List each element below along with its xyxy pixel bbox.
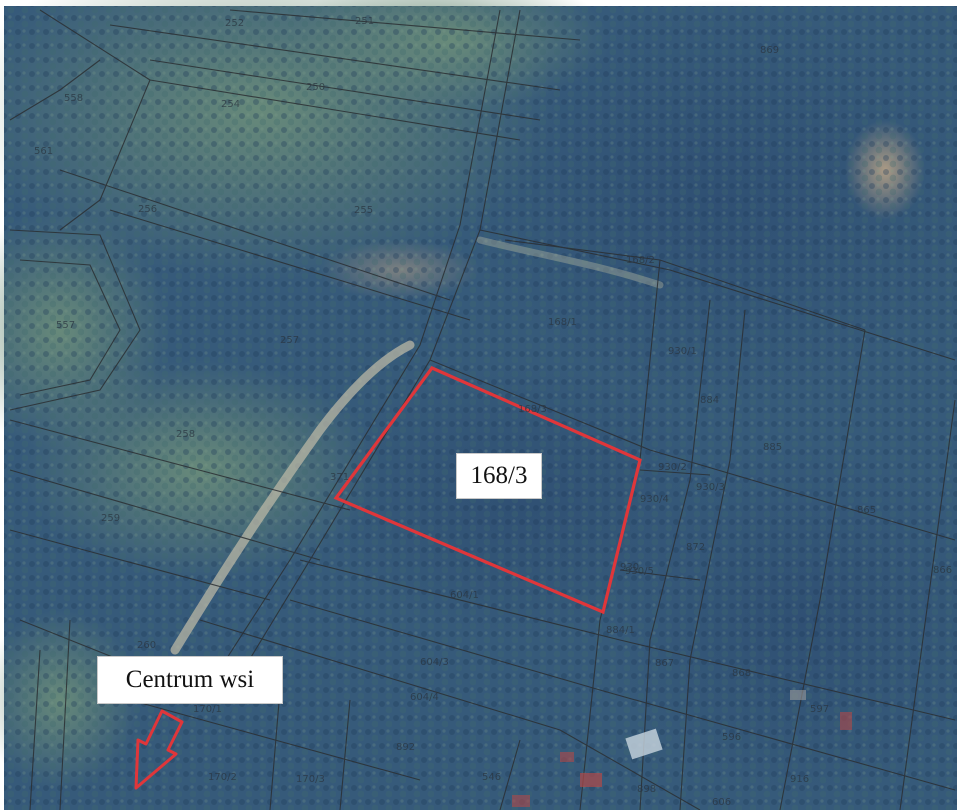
parcel-number: 255 bbox=[354, 205, 373, 216]
parcel-number: 168/1 bbox=[548, 317, 577, 328]
parcel-number: 604/1 bbox=[450, 590, 479, 601]
parcel-number: 898 bbox=[637, 784, 656, 795]
parcel-number: 869 bbox=[760, 45, 779, 56]
parcel-number: 930/4 bbox=[640, 494, 669, 505]
parcel-number: 371 bbox=[330, 472, 349, 483]
parcel-number: 252 bbox=[225, 18, 244, 29]
parcel-number: 546 bbox=[482, 772, 501, 783]
parcel-number: 884/1 bbox=[606, 625, 635, 636]
parcel-number: 930/5 bbox=[625, 566, 654, 577]
parcel-number: 597 bbox=[810, 704, 829, 715]
parcel-number: 259 bbox=[101, 513, 120, 524]
parcel-number: 254 bbox=[221, 99, 240, 110]
plot-number-label: 168/3 bbox=[456, 453, 542, 499]
arrow-down-left-icon bbox=[134, 709, 184, 790]
parcel-number: 258 bbox=[176, 429, 195, 440]
parcel-number: 250 bbox=[306, 82, 325, 93]
parcel-number: 604/4 bbox=[410, 692, 439, 703]
clearing-track bbox=[476, 236, 664, 289]
highlighted-plot-outline[interactable] bbox=[333, 366, 642, 615]
parcel-number-labels: 252 251 250 254 256 255 558 561 557 257 … bbox=[34, 16, 952, 808]
parcel-number: 557 bbox=[56, 320, 75, 331]
parcel-number: 596 bbox=[722, 732, 741, 743]
parcel-number: 868 bbox=[732, 668, 751, 679]
parcel-number: 168/2 bbox=[626, 255, 655, 266]
parcel-number: 865 bbox=[857, 505, 876, 516]
parcel-number: 604/3 bbox=[420, 657, 449, 668]
parcel-number: 170/1 bbox=[193, 704, 222, 715]
parcel-number: 916 bbox=[790, 774, 809, 785]
parcel-number: 170/2 bbox=[208, 772, 237, 783]
parcel-number: 606 bbox=[712, 797, 731, 808]
parcel-number: 872 bbox=[686, 542, 705, 553]
village-center-label: Centrum wsi bbox=[97, 656, 283, 704]
parcel-number: 170/3 bbox=[296, 774, 325, 785]
dirt-road bbox=[170, 340, 415, 655]
parcel-number: 256 bbox=[138, 204, 157, 215]
parcel-number: 558 bbox=[64, 93, 83, 104]
parcel-number: 867 bbox=[655, 658, 674, 669]
parcel-number: 260 bbox=[137, 640, 156, 651]
parcel-number: 168/3 bbox=[518, 404, 547, 415]
parcel-number: 884 bbox=[700, 395, 719, 406]
parcel-boundaries bbox=[9, 9, 956, 810]
parcel-number: 930 bbox=[620, 562, 639, 573]
parcel-number: 561 bbox=[34, 146, 53, 157]
parcel-number: 930/1 bbox=[668, 346, 697, 357]
buildings bbox=[512, 690, 852, 807]
parcel-number: 892 bbox=[396, 742, 415, 753]
parcel-number: 257 bbox=[280, 335, 299, 346]
parcel-number: 930/3 bbox=[696, 482, 725, 493]
parcel-number: 930/2 bbox=[658, 462, 687, 473]
parcel-number: 885 bbox=[763, 442, 782, 453]
parcel-number: 866 bbox=[933, 565, 952, 576]
parcel-number: 251 bbox=[355, 16, 374, 27]
